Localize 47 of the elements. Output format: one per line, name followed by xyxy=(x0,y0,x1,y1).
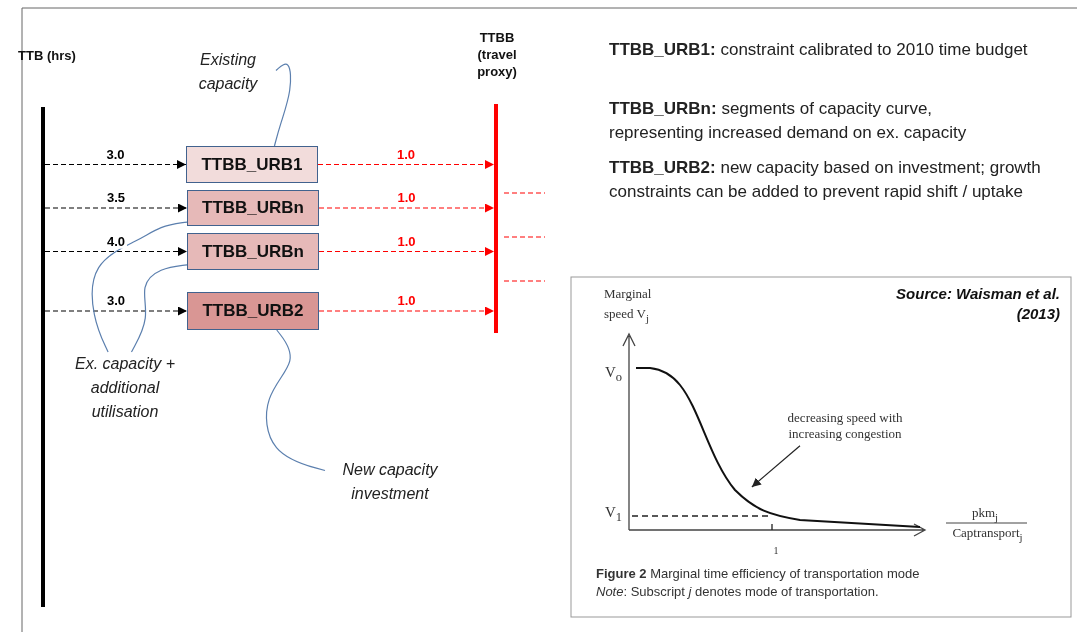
arrow xyxy=(318,203,495,213)
axis-heading: TTB (hrs) xyxy=(17,48,77,65)
process-box: TTBB_URB2 xyxy=(187,292,319,330)
edge-label: 1.0 xyxy=(395,293,418,308)
arrow xyxy=(318,306,495,316)
edge-label: 1.0 xyxy=(395,234,418,249)
connector-line xyxy=(503,236,546,238)
annotation-text: decreasing speed with increasing congestion xyxy=(770,410,920,444)
description-paragraph: TTBB_URBn: segments of capacity curve, representing increased demand on ex. capacity xyxy=(609,98,968,144)
arrow xyxy=(44,160,187,169)
axis-title: Captransport$_{j}$ xyxy=(951,525,1024,543)
leader-line xyxy=(273,63,292,147)
leader-line xyxy=(265,329,326,472)
axis-title: pkm$_{j}$ xyxy=(970,505,1000,523)
edge-label: 3.5 xyxy=(104,190,128,205)
speed-curve xyxy=(635,367,921,528)
process-box: TTBB_URBn xyxy=(187,233,319,270)
figure-caption: Figure 2 Marginal time efficiency of transportation mode xyxy=(596,566,921,581)
edge-label: 1.0 xyxy=(394,147,418,162)
description-paragraph: TTBB_URB1: constraint calibrated to 2010 time budget xyxy=(609,39,1029,61)
edge-label: 3.0 xyxy=(104,147,127,162)
description-paragraph: TTBB_URB2: new capacity based on investment; growth constraints can be added to prevent rapid shift / uptake xyxy=(609,157,1042,203)
tick-label: V$_{1}$ xyxy=(605,504,624,525)
callout-text: New capacity investment xyxy=(325,458,455,508)
process-box: TTBB_URBn xyxy=(187,190,319,226)
source-note: Source: Waisman et al. (2013) xyxy=(895,284,1060,323)
process-box: TTBB_URB1 xyxy=(186,146,318,183)
callout-text: Existing capacity xyxy=(180,48,276,98)
edge-label: 1.0 xyxy=(395,190,418,205)
tick-label: 1 xyxy=(772,545,780,556)
arrow xyxy=(44,306,188,316)
callout-text: Ex. capacity + additional utilisation xyxy=(60,352,190,424)
arrow xyxy=(44,203,188,213)
arrow xyxy=(44,247,188,256)
leader-line xyxy=(91,221,188,353)
axis-heading: TTBB (travel proxy) xyxy=(476,30,518,81)
leader-line xyxy=(130,264,188,353)
arrow xyxy=(317,160,495,169)
edge-label: 3.0 xyxy=(104,293,128,308)
connector-line xyxy=(503,280,546,282)
tick-label: V$_{o}$ xyxy=(605,364,624,385)
edge-label: 4.0 xyxy=(104,234,128,249)
figure-note: Note: Subscript j denotes mode of transportation. xyxy=(596,584,880,599)
connector-line xyxy=(503,192,546,194)
axis-title: Marginal speed V$_{j}$ xyxy=(604,285,653,326)
arrow xyxy=(751,445,801,488)
arrow xyxy=(318,247,495,256)
